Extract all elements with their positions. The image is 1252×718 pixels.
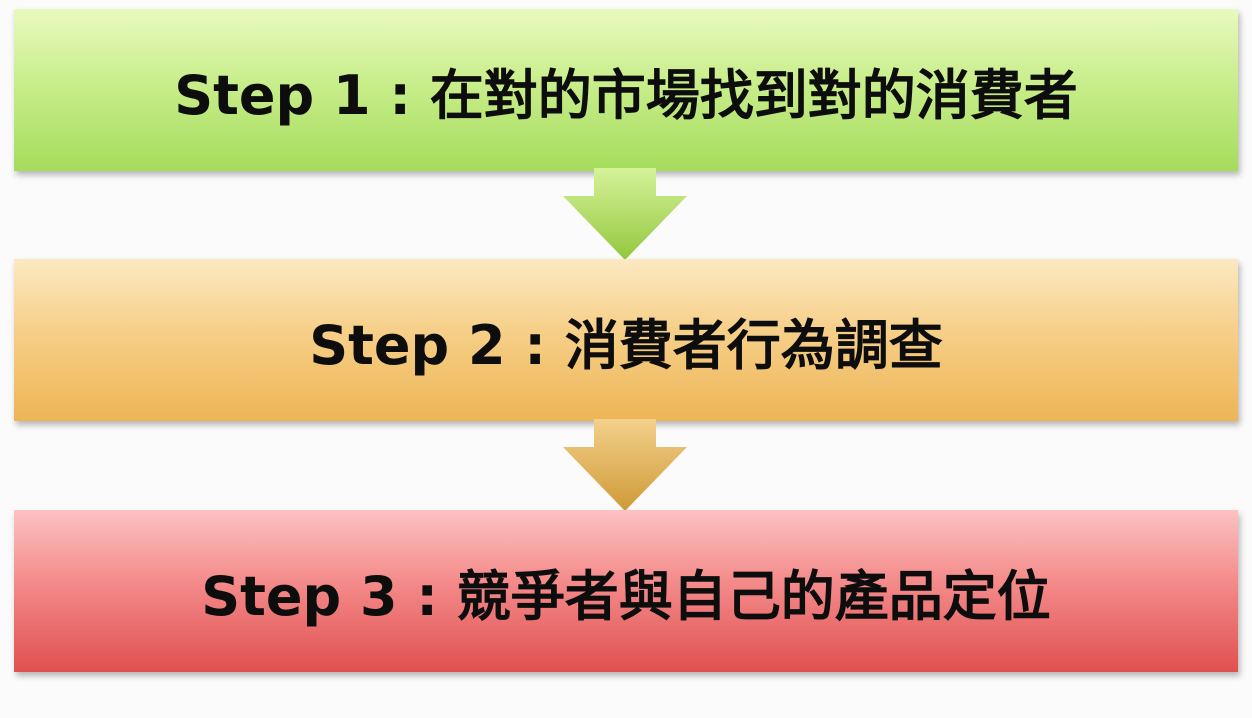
step-3-box: Step 3 : 競爭者與自己的產品定位 [14, 510, 1238, 672]
step-2-label: Step 2 : 消費者行為調查 [309, 313, 943, 377]
down-arrow-icon [563, 419, 687, 511]
step-1-box: Step 1 : 在對的市場找到對的消費者 [14, 9, 1238, 171]
step-1-label: Step 1 : 在對的市場找到對的消費者 [174, 63, 1078, 127]
step-2-box: Step 2 : 消費者行為調查 [14, 259, 1238, 421]
down-arrow-icon [563, 168, 687, 260]
step-3-label: Step 3 : 競爭者與自己的產品定位 [201, 564, 1051, 628]
